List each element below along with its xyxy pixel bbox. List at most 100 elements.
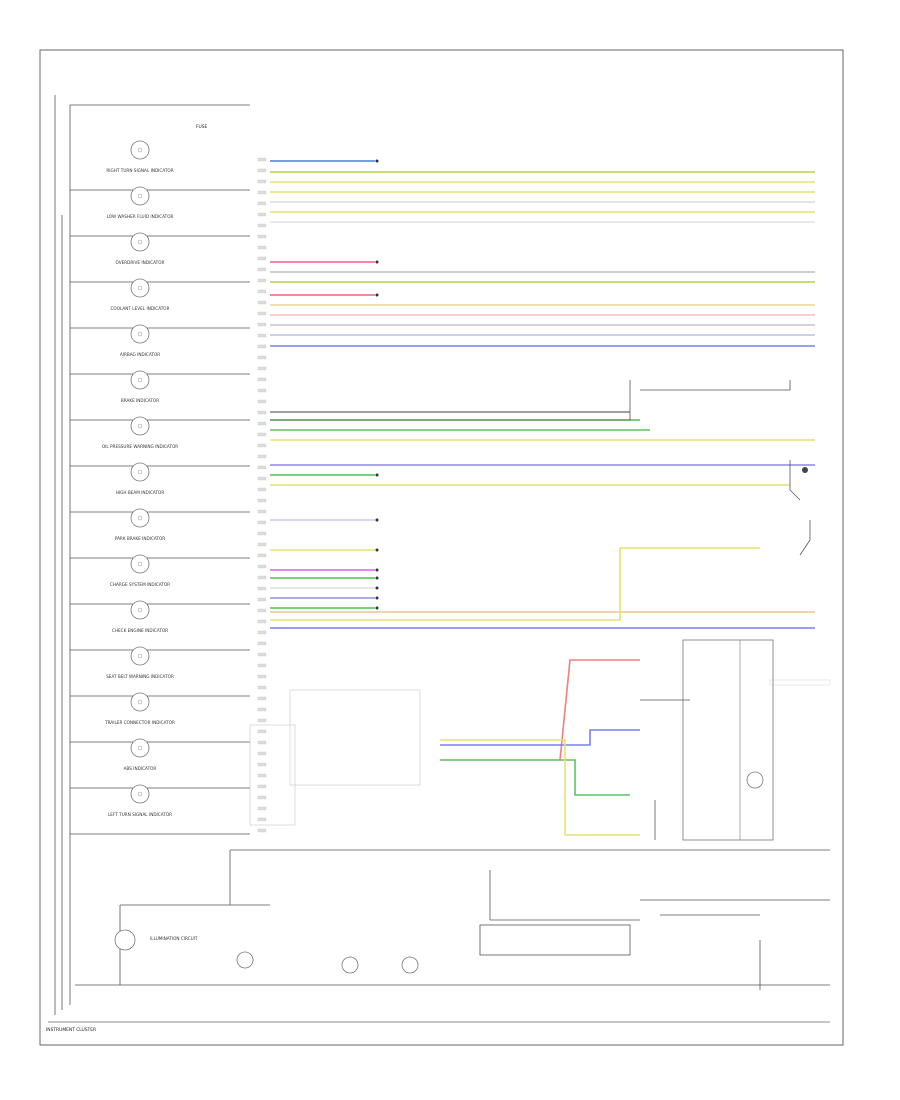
pin	[257, 278, 267, 283]
lamp-icon	[130, 554, 150, 574]
pin	[257, 773, 267, 778]
pin	[257, 223, 267, 228]
pin	[257, 245, 267, 250]
indicator-lamp: ABS INDICATOR	[70, 738, 250, 789]
lamp-icon	[130, 232, 150, 252]
diagram-frame	[39, 49, 844, 1046]
pin	[257, 421, 267, 426]
pin	[257, 817, 267, 822]
pin	[257, 806, 267, 811]
splice-point	[375, 293, 379, 297]
indicator-label: HIGH BEAM INDICATOR	[116, 490, 165, 495]
pin	[257, 630, 267, 635]
pin	[257, 179, 267, 184]
lamp-icon	[130, 646, 150, 666]
indicator-label: BRAKE INDICATOR	[121, 398, 159, 403]
pin	[257, 289, 267, 294]
lamp-icon	[130, 738, 150, 758]
pin	[257, 674, 267, 679]
pin	[257, 201, 267, 206]
splice-point	[375, 260, 379, 264]
pin	[257, 751, 267, 756]
right-hardware	[270, 380, 831, 841]
left-bus-lines	[54, 95, 250, 1015]
splice-point	[375, 518, 379, 522]
indicator-lamp: RIGHT TURN SIGNAL INDICATOR	[70, 140, 250, 191]
indicator-label: LEFT TURN SIGNAL INDICATOR	[108, 812, 172, 817]
pin	[257, 542, 267, 547]
indicator-label: OIL PRESSURE WARNING INDICATOR	[102, 444, 178, 449]
splice-point	[375, 473, 379, 477]
pin	[257, 575, 267, 580]
lamp-icon	[130, 416, 150, 436]
splice-point	[375, 548, 379, 552]
pin	[257, 509, 267, 514]
pin	[257, 432, 267, 437]
lamp-icon	[130, 508, 150, 528]
pin	[257, 157, 267, 162]
pin	[257, 256, 267, 261]
pin	[257, 641, 267, 646]
pin	[257, 685, 267, 690]
indicator-label: CHARGE SYSTEM INDICATOR	[110, 582, 170, 587]
indicator-lamp: LOW WASHER FLUID INDICATOR	[70, 186, 250, 237]
indicator-lamp: HIGH BEAM INDICATOR	[70, 462, 250, 513]
pin	[257, 487, 267, 492]
indicator-lamp: BRAKE INDICATOR	[70, 370, 250, 421]
pin	[257, 267, 267, 272]
indicator-lamp: SEAT BELT WARNING INDICATOR	[70, 646, 250, 697]
fuse-label: FUSE	[196, 124, 208, 130]
pin	[257, 168, 267, 173]
pin	[257, 311, 267, 316]
pin	[257, 322, 267, 327]
indicator-label: COOLANT LEVEL INDICATOR	[110, 306, 169, 311]
splice-point	[375, 606, 379, 610]
pin	[257, 729, 267, 734]
pin	[257, 366, 267, 371]
control-module	[682, 639, 774, 841]
pin	[257, 586, 267, 591]
splice-point	[375, 586, 379, 590]
indicator-lamp: LEFT TURN SIGNAL INDICATOR	[70, 784, 250, 835]
pin	[257, 212, 267, 217]
pin	[257, 663, 267, 668]
pin	[257, 300, 267, 305]
splice-point	[375, 596, 379, 600]
pin	[257, 718, 267, 723]
pin	[257, 553, 267, 558]
pin	[257, 454, 267, 459]
pin	[257, 443, 267, 448]
pin	[257, 355, 267, 360]
indicator-lamp: OIL PRESSURE WARNING INDICATOR	[70, 416, 250, 467]
lamp-icon	[130, 692, 150, 712]
pin	[257, 531, 267, 536]
indicator-lamp: TRAILER CONNECTOR INDICATOR	[70, 692, 250, 743]
illumination-label: ILLUMINATION CIRCUIT	[150, 936, 198, 941]
pin	[257, 344, 267, 349]
indicator-column: RIGHT TURN SIGNAL INDICATOR LOW WASHER FL…	[70, 140, 250, 941]
pin	[257, 652, 267, 657]
pin	[257, 399, 267, 404]
lamp-icon	[130, 140, 150, 160]
pin	[257, 410, 267, 415]
pin	[257, 564, 267, 569]
lamp-icon	[130, 462, 150, 482]
pin	[257, 476, 267, 481]
pin	[257, 520, 267, 525]
indicator-label: PARK BRAKE INDICATOR	[115, 536, 165, 541]
lamp-icon	[130, 324, 150, 344]
pin	[257, 333, 267, 338]
indicator-label: TRAILER CONNECTOR INDICATOR	[104, 720, 175, 725]
pin	[257, 762, 267, 767]
indicator-label: AIRBAG INDICATOR	[120, 352, 160, 357]
indicator-label: RIGHT TURN SIGNAL INDICATOR	[106, 168, 173, 173]
pin	[257, 828, 267, 833]
pin	[257, 597, 267, 602]
indicator-label: LOW WASHER FLUID INDICATOR	[107, 214, 174, 219]
lamp-icon	[130, 186, 150, 206]
indicator-label: ABS INDICATOR	[124, 766, 157, 771]
indicator-lamp: CHARGE SYSTEM INDICATOR	[70, 554, 250, 605]
indicator-label: CHECK ENGINE INDICATOR	[112, 628, 168, 633]
connector-pin-column	[257, 157, 267, 833]
